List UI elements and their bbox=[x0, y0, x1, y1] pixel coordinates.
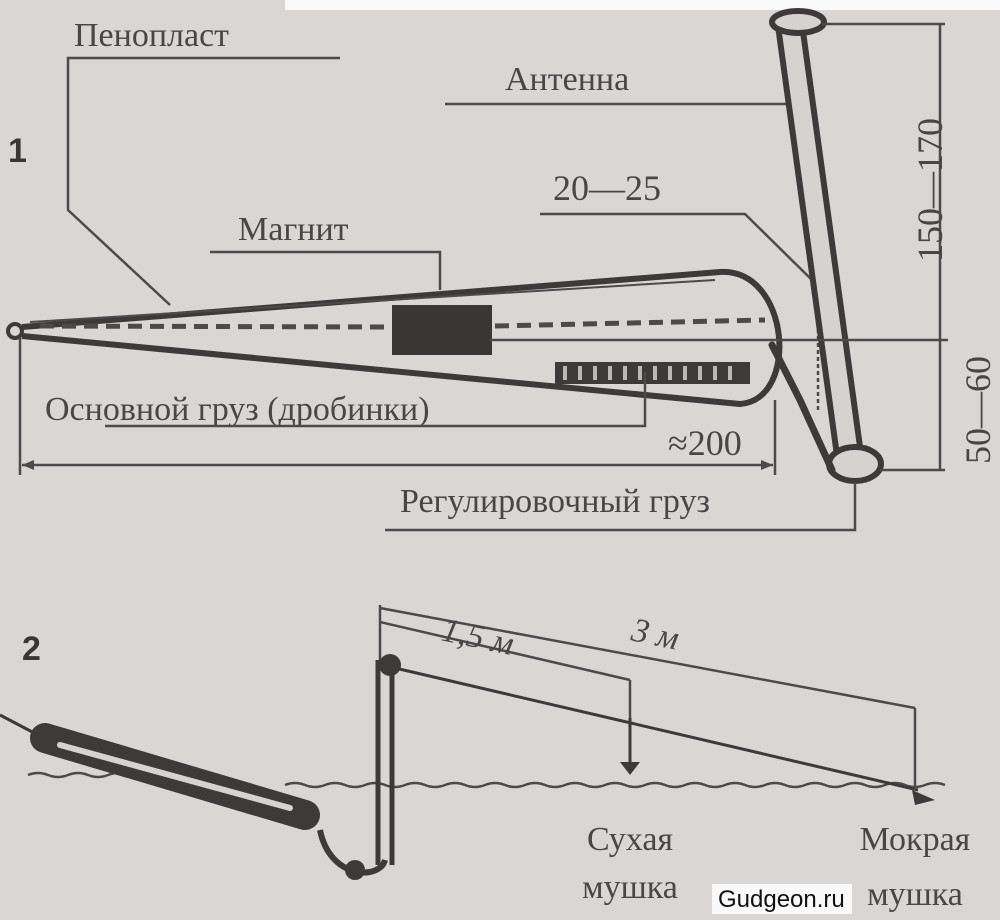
fly-leader-line bbox=[394, 666, 919, 792]
antenna-height-label: 150—170 bbox=[910, 118, 950, 262]
adjust-weight-leader-line bbox=[385, 482, 857, 532]
dry-fly-label-line2: мушка bbox=[582, 869, 678, 906]
float-inner-line bbox=[29, 279, 716, 323]
short-distance-label: 1,5 м bbox=[438, 612, 517, 663]
float-2-highlight bbox=[57, 742, 293, 811]
dry-fly-label-line1: Сухая bbox=[587, 821, 673, 858]
antenna-tube-inner bbox=[781, 23, 859, 464]
antenna-2-top bbox=[379, 654, 401, 676]
dry-fly-icon bbox=[620, 762, 640, 775]
antenna-2-tube bbox=[375, 660, 395, 865]
distance-dimension-lines bbox=[378, 605, 917, 790]
main-weight-label: Основной груз (дробинки) bbox=[45, 391, 430, 428]
wet-fly-label-line2: мушка bbox=[867, 876, 963, 913]
figure-2-number: 2 bbox=[22, 630, 41, 668]
antenna-connector-wire bbox=[768, 341, 836, 474]
adjust-weight-label: Регулировочный груз bbox=[400, 483, 710, 520]
float-eyelet bbox=[6, 322, 24, 340]
main-weight-leader-line bbox=[105, 372, 647, 428]
magnet-block bbox=[392, 305, 492, 355]
antenna-label: Антенна bbox=[505, 61, 629, 98]
wet-fly-label-line1: Мокрая bbox=[860, 821, 971, 858]
antenna-top-opening bbox=[769, 8, 827, 36]
antenna-bottom-label: 50—60 bbox=[958, 356, 998, 464]
length-dimension-label: ≈200 bbox=[668, 423, 742, 463]
water-surface-line bbox=[27, 771, 946, 789]
top-white-strip bbox=[285, 0, 1000, 10]
float-body bbox=[21, 268, 783, 407]
long-distance-label: 3 м bbox=[627, 611, 682, 657]
watermark-background bbox=[712, 884, 852, 914]
vertical-dimension-lines bbox=[490, 22, 948, 472]
length-dimension-line bbox=[18, 338, 777, 475]
magnet-leader-line bbox=[210, 250, 442, 290]
float-2-adjust-weight bbox=[345, 860, 365, 880]
gap-leader-line bbox=[540, 212, 813, 281]
shot-weights bbox=[555, 362, 750, 384]
foam-leader-line bbox=[66, 56, 340, 306]
antenna-bottom-opening bbox=[826, 444, 884, 484]
magnet-label: Магнит bbox=[238, 211, 349, 248]
wet-fly-icon bbox=[912, 790, 935, 805]
shot-weights-stripes bbox=[563, 366, 732, 380]
figure-1-number: 1 bbox=[8, 132, 27, 170]
gap-dimension-label: 20—25 bbox=[553, 168, 661, 208]
float-axis-dashed bbox=[39, 317, 766, 330]
foam-label: Пенопласт bbox=[74, 17, 229, 54]
watermark: Gudgeon.ru bbox=[718, 886, 845, 913]
